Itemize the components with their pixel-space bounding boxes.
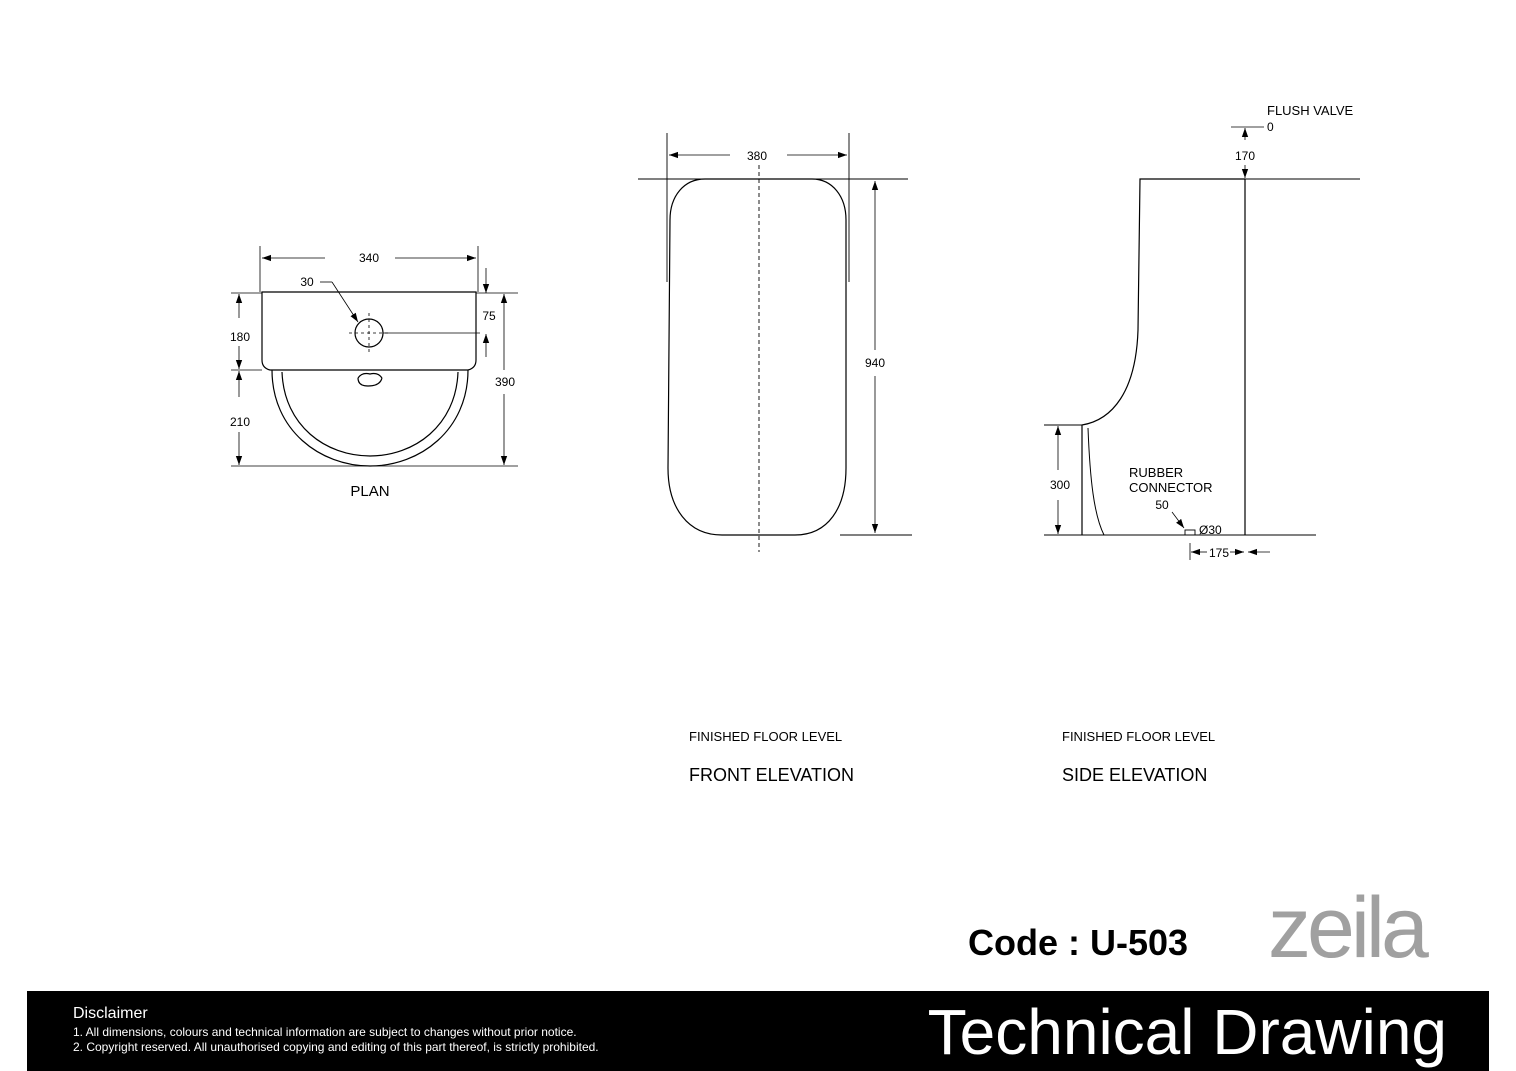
plan-dim-hole: 30 bbox=[300, 275, 314, 289]
plan-bowl-outer bbox=[271, 369, 469, 467]
side-dim-valve-zero: 0 bbox=[1267, 120, 1274, 134]
plan-dim-width: 340 bbox=[359, 251, 379, 265]
plan-dim-bowl-depth: 210 bbox=[230, 415, 250, 429]
front-elevation-view bbox=[638, 133, 912, 552]
side-dim-connector-dia: Ø30 bbox=[1199, 523, 1222, 537]
front-dim-height: 940 bbox=[865, 356, 885, 370]
side-floor-label: FINISHED FLOOR LEVEL bbox=[1062, 729, 1215, 744]
side-dim-outlet-height: 300 bbox=[1050, 478, 1070, 492]
technical-drawing-heading: Technical Drawing bbox=[927, 996, 1447, 1068]
side-outlet-curve bbox=[1087, 427, 1105, 536]
side-elevation-view bbox=[1044, 126, 1360, 560]
side-elevation-title: SIDE ELEVATION bbox=[1062, 765, 1207, 785]
disclaimer-title: Disclaimer bbox=[73, 1005, 148, 1022]
side-dim-connector: 50 bbox=[1155, 498, 1169, 512]
connector-label-line1: RUBBER bbox=[1129, 465, 1183, 480]
product-code: Code : U-503 bbox=[968, 922, 1189, 963]
plan-bowl-inner bbox=[281, 371, 459, 457]
front-floor-label: FINISHED FLOOR LEVEL bbox=[689, 729, 842, 744]
plan-dim-total-depth: 390 bbox=[495, 375, 515, 389]
disclaimer-line-1: 1. All dimensions, colours and technical… bbox=[73, 1025, 577, 1039]
brand-logo: zeila bbox=[1268, 880, 1429, 976]
side-profile bbox=[1081, 178, 1245, 535]
plan-title: PLAN bbox=[350, 483, 389, 500]
side-dim-connector-offset: 175 bbox=[1209, 546, 1229, 560]
front-dim-width: 380 bbox=[747, 149, 767, 163]
side-connector bbox=[1184, 529, 1196, 536]
footer-bar: Disclaimer 1. All dimensions, colours an… bbox=[27, 991, 1489, 1071]
flush-valve-label: FLUSH VALVE bbox=[1267, 103, 1354, 118]
plan-drain bbox=[357, 372, 383, 387]
front-outline bbox=[667, 178, 847, 536]
front-elevation-title: FRONT ELEVATION bbox=[689, 765, 854, 785]
plan-dim-hole-offset: 75 bbox=[482, 309, 496, 323]
plan-view bbox=[231, 246, 518, 467]
connector-label-line2: CONNECTOR bbox=[1129, 480, 1213, 495]
plan-dim-front-depth: 180 bbox=[230, 330, 250, 344]
disclaimer-line-2: 2. Copyright reserved. All unauthorised … bbox=[73, 1040, 599, 1054]
side-dim-valve-height: 170 bbox=[1235, 149, 1255, 163]
